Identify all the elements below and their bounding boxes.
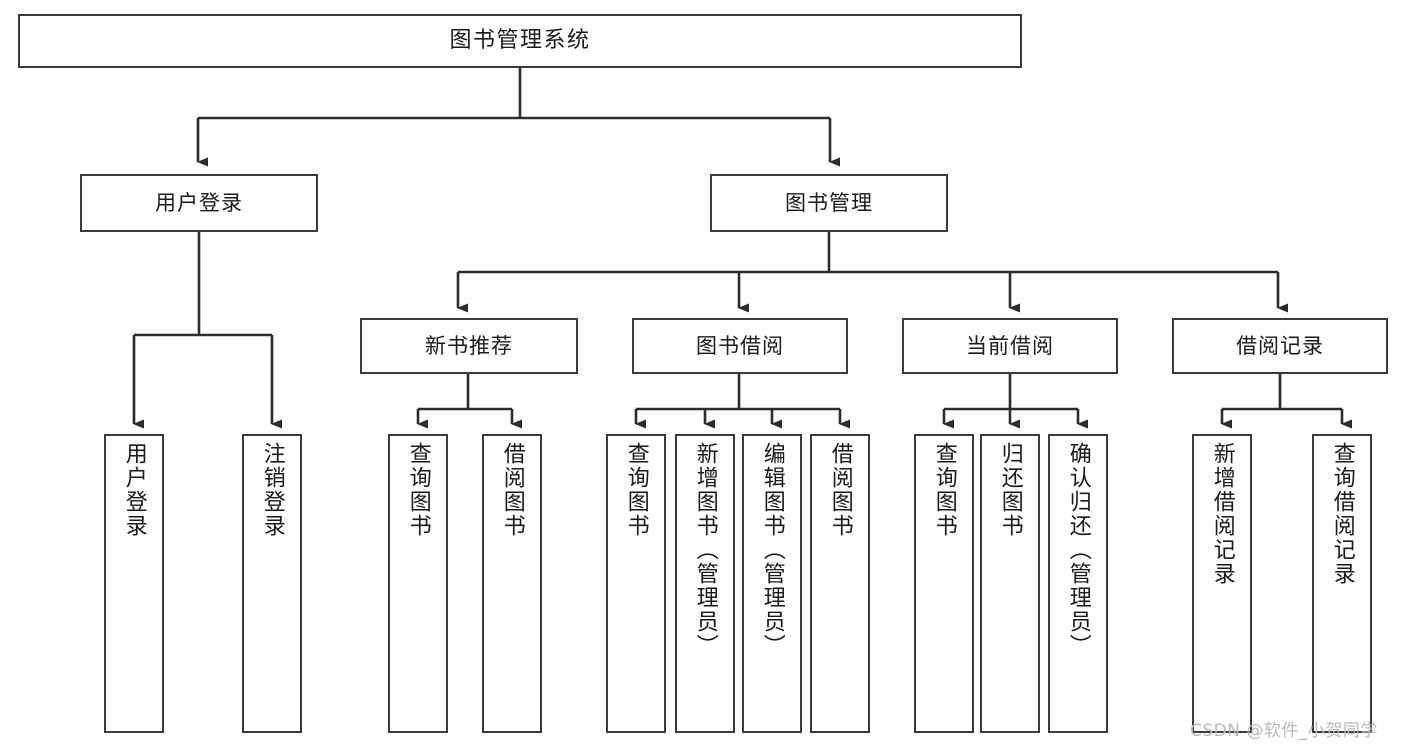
node-user-login-label: 用户登录 [155, 190, 243, 215]
node-borrow-record-label: 借阅记录 [1236, 333, 1324, 358]
book-borrow-connectors [634, 374, 850, 429]
node-new-book-rec-label: 新书推荐 [425, 333, 513, 358]
node-book-manage-label: 图书管理 [785, 190, 873, 215]
node-leaf-return-book-label: 归还图书 [997, 442, 1023, 538]
node-leaf-logout-label: 注销登录 [259, 442, 285, 538]
node-leaf-query-book-cur[interactable]: 查询图书 [914, 434, 974, 733]
node-leaf-return-book[interactable]: 归还图书 [980, 434, 1040, 733]
node-leaf-query-record[interactable]: 查询借阅记录 [1312, 434, 1372, 733]
node-leaf-user-login[interactable]: 用户登录 [104, 434, 164, 733]
borrow-record-connectors [1220, 374, 1352, 429]
node-current-borrow-label: 当前借阅 [966, 333, 1054, 358]
node-leaf-borrow-book-rec-label: 借阅图书 [499, 442, 525, 538]
root-connectors [196, 68, 840, 167]
node-current-borrow[interactable]: 当前借阅 [902, 318, 1118, 374]
node-leaf-confirm-return-label: 确认归还（管理员） [1065, 442, 1091, 658]
node-leaf-borrow-book[interactable]: 借阅图书 [810, 434, 870, 733]
node-leaf-edit-book-label: 编辑图书（管理员） [759, 442, 785, 658]
node-leaf-confirm-return[interactable]: 确认归还（管理员） [1048, 434, 1108, 733]
node-borrow-record[interactable]: 借阅记录 [1172, 318, 1388, 374]
node-leaf-add-record[interactable]: 新增借阅记录 [1192, 434, 1252, 733]
node-user-login[interactable]: 用户登录 [80, 174, 318, 232]
node-leaf-add-book[interactable]: 新增图书（管理员） [675, 434, 735, 733]
node-leaf-query-record-label: 查询借阅记录 [1329, 442, 1355, 586]
node-new-book-rec[interactable]: 新书推荐 [360, 318, 578, 374]
node-leaf-query-book-rec[interactable]: 查询图书 [388, 434, 448, 733]
node-book-borrow[interactable]: 图书借阅 [632, 318, 848, 374]
node-book-borrow-label: 图书借阅 [696, 333, 784, 358]
node-leaf-add-record-label: 新增借阅记录 [1209, 442, 1235, 586]
node-book-manage[interactable]: 图书管理 [710, 174, 948, 232]
node-leaf-query-book-borrow[interactable]: 查询图书 [606, 434, 666, 733]
node-root[interactable]: 图书管理系统 [18, 14, 1022, 68]
node-leaf-borrow-book-rec[interactable]: 借阅图书 [482, 434, 542, 733]
node-root-label: 图书管理系统 [449, 28, 591, 54]
new-book-rec-connectors [416, 374, 522, 429]
node-leaf-user-login-label: 用户登录 [121, 442, 147, 538]
node-leaf-query-book-borrow-label: 查询图书 [623, 442, 649, 538]
watermark-text: CSDN @软件_小贺同学 [1190, 721, 1378, 741]
user-login-connectors [132, 232, 282, 429]
node-leaf-query-book-cur-label: 查询图书 [931, 442, 957, 538]
node-leaf-query-book-rec-label: 查询图书 [405, 442, 431, 538]
node-leaf-borrow-book-label: 借阅图书 [827, 442, 853, 538]
node-leaf-logout[interactable]: 注销登录 [242, 434, 302, 733]
node-leaf-edit-book[interactable]: 编辑图书（管理员） [742, 434, 802, 733]
current-borrow-connectors [942, 374, 1088, 429]
book-manage-connectors [456, 232, 1288, 313]
node-leaf-add-book-label: 新增图书（管理员） [692, 442, 718, 658]
